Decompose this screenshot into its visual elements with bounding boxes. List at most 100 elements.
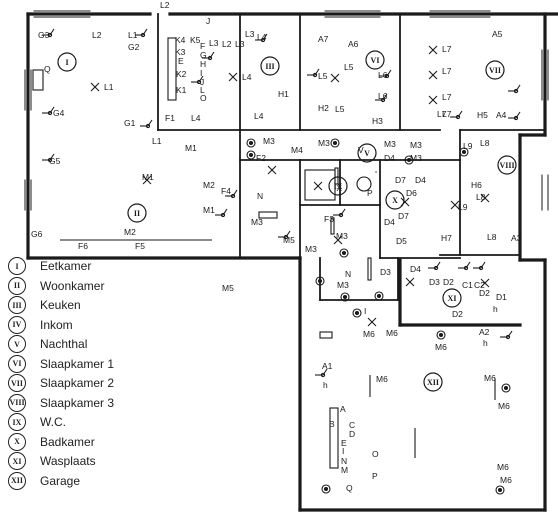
fixture-label: F5	[135, 241, 145, 251]
socket-icon	[459, 147, 469, 157]
fixture-label: M6	[376, 374, 388, 384]
room-label: X	[385, 190, 405, 210]
room-label-text: III	[265, 62, 274, 71]
fixture-label: L7	[442, 44, 452, 54]
legend-item: V Nachthal	[8, 334, 87, 354]
fixture-label: K2	[176, 69, 187, 79]
wc-cubicle	[304, 169, 336, 201]
room-label-text: VI	[371, 56, 380, 65]
fixture-label: M1	[142, 172, 154, 182]
socket-icon	[332, 140, 338, 146]
ceiling-light-icon	[428, 45, 438, 55]
fixture-label: M5	[222, 283, 234, 293]
socket-icon	[436, 330, 446, 340]
fixture-label: F2	[256, 153, 266, 163]
switch-icon	[513, 115, 519, 121]
legend-numeral: I	[8, 257, 26, 275]
panel-icon	[258, 211, 278, 219]
fixture-label: L8	[487, 232, 497, 242]
fixture-label: h	[323, 380, 328, 390]
fixture-label: M3	[318, 138, 330, 148]
fixture-label: D2	[452, 309, 463, 319]
socket-icon	[321, 484, 331, 494]
room-label-circle	[497, 155, 517, 175]
fixture-label: L7	[442, 109, 452, 119]
socket-icon	[340, 292, 350, 302]
room-label: VI	[365, 50, 385, 70]
fixture-label: D4	[384, 217, 395, 227]
socket-icon	[374, 291, 384, 301]
fixture-label: F4	[221, 186, 231, 196]
legend-numeral: V	[8, 335, 26, 353]
switch-icon	[260, 37, 266, 43]
switch-icon	[230, 193, 236, 199]
fixture-label: D3	[380, 267, 391, 277]
fixture-label: K3	[175, 47, 186, 57]
fixture-label: M3	[337, 280, 349, 290]
legend-room-name: W.C.	[40, 415, 66, 429]
legend-room-name: Nachthal	[40, 337, 88, 351]
fixture-label: L3	[209, 38, 219, 48]
switch-icon	[320, 372, 326, 378]
fixture-label: D3	[429, 277, 440, 287]
fixture-label: L3	[235, 39, 245, 49]
fixture-label: A2	[479, 327, 490, 337]
ceiling-light-icon	[480, 278, 490, 288]
fixture-label: L6	[378, 70, 388, 80]
panel-icon	[167, 37, 177, 101]
fixture-label: L4	[242, 72, 252, 82]
fixture-label: M3	[410, 140, 422, 150]
fixture-label: K4	[175, 35, 186, 45]
fixture-label: D5	[396, 236, 407, 246]
room-label-circle	[357, 143, 377, 163]
panel-icon	[319, 331, 333, 339]
fixture-label: M6	[363, 329, 375, 339]
room-label: II	[127, 203, 147, 223]
fixture-symbols	[32, 28, 521, 495]
legend-room-name: Inkom	[40, 317, 73, 332]
socket-icon	[330, 138, 340, 148]
fixture-label: D7	[398, 211, 409, 221]
room-label: III	[260, 56, 280, 76]
legend-numeral: III	[8, 296, 26, 314]
fixture-label: h	[493, 304, 498, 314]
socket-icon	[354, 310, 360, 316]
socket-icon	[376, 293, 382, 299]
fixture-label: H7	[441, 233, 452, 243]
fixture-label: L2	[92, 30, 102, 40]
legend-room-name: Slaapkamer 1	[40, 356, 115, 371]
fixture-label: A3	[511, 233, 522, 243]
room-label-text: XI	[448, 294, 457, 303]
fixture-label: D	[349, 429, 355, 439]
ceiling-light-icon	[267, 165, 277, 175]
fixture-label: C	[349, 420, 355, 430]
room-label: I	[57, 52, 77, 72]
fixture-label: L7	[442, 92, 452, 102]
ceiling-light-icon	[428, 70, 438, 80]
fixture-label: M3	[263, 136, 275, 146]
fixture-label: J	[200, 77, 204, 87]
fixture-label: E	[341, 438, 347, 448]
fixture-label: H	[200, 59, 206, 69]
fixture-label: E	[178, 56, 184, 66]
fixture-label: G5	[49, 156, 61, 166]
fixture-label: D4	[415, 175, 426, 185]
fixture-label: L9	[463, 141, 473, 151]
socket-icon	[503, 385, 509, 391]
fixture-label: G2	[128, 42, 140, 52]
fixture-label: D1	[496, 292, 507, 302]
fixture-label: D2	[443, 277, 454, 287]
fixture-label: M3	[251, 217, 263, 227]
fixture-label: H1	[278, 89, 289, 99]
fixture-label: L4	[257, 32, 267, 42]
fixture-label: L4	[254, 111, 264, 121]
switch-icon	[478, 265, 484, 271]
fixture-label: M6	[435, 342, 447, 352]
legend-room-name: Garage	[40, 473, 81, 488]
room-label-circle	[127, 203, 147, 223]
panel-icon	[367, 257, 372, 281]
fixture-label: F6	[78, 241, 88, 251]
